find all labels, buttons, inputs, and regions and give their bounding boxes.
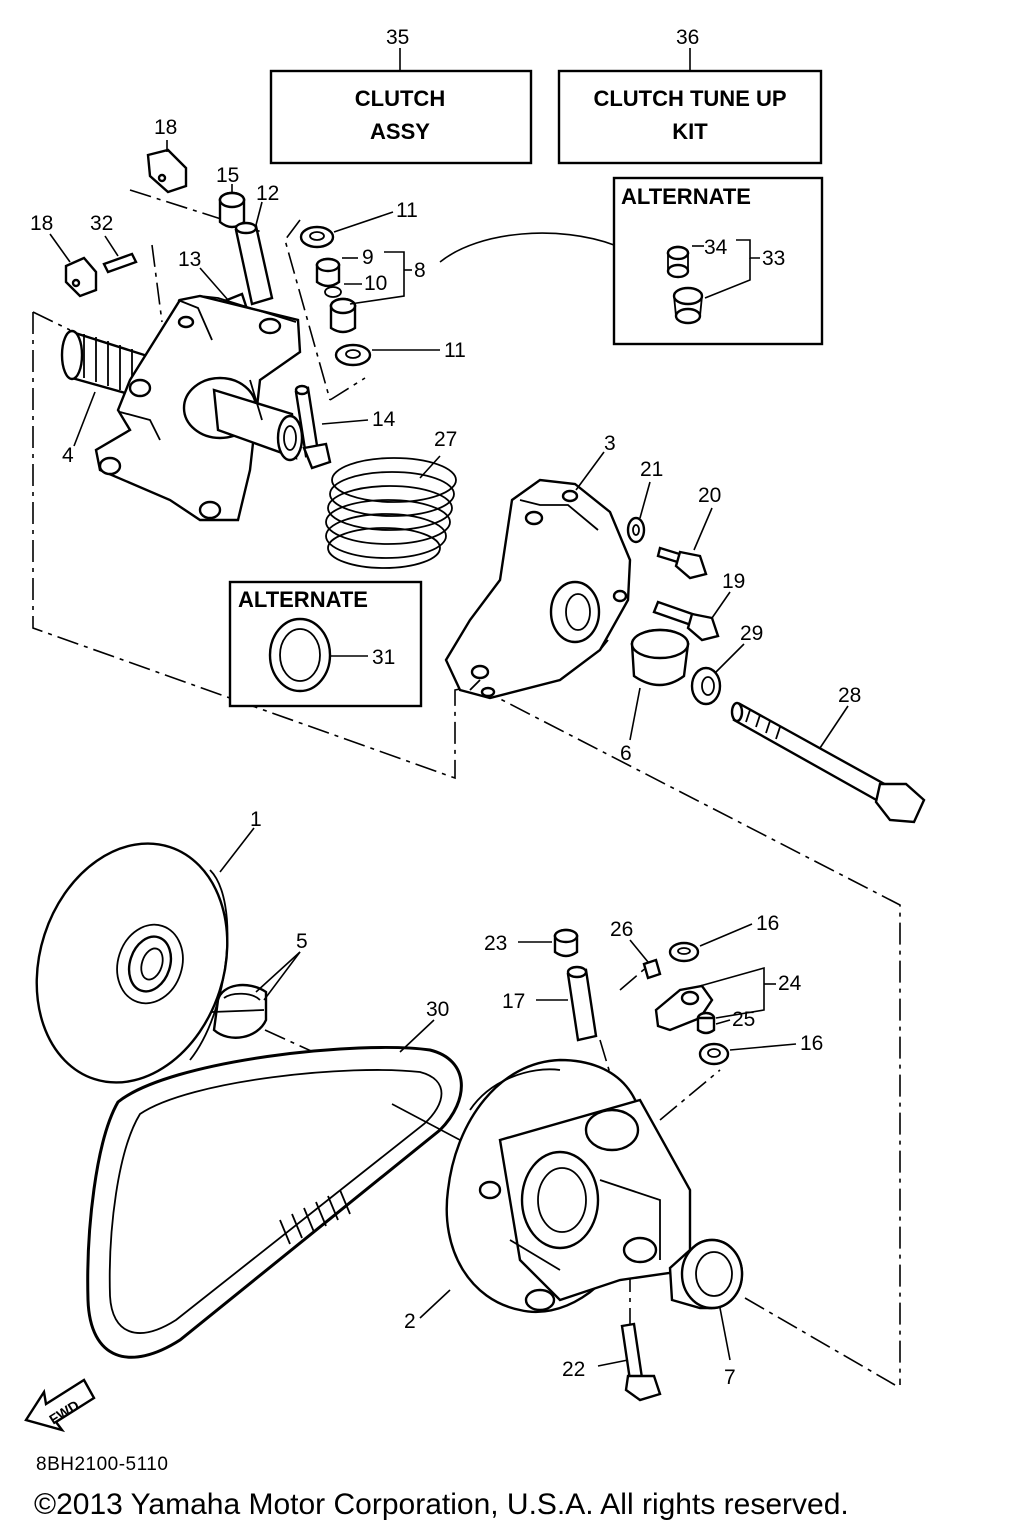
callout-6: 6: [620, 742, 632, 765]
callout-35: 35: [386, 26, 409, 49]
part-16-upper: 16: [668, 912, 779, 963]
part-27-spring: 27: [325, 428, 457, 569]
alternate-mid-title: ALTERNATE: [238, 587, 368, 612]
part-7-bushing: 7: [668, 1238, 744, 1389]
part-16-lower: 16: [698, 1032, 823, 1066]
copyright-notice: ©2013 Yamaha Motor Corporation, U.S.A. A…: [34, 1488, 849, 1521]
fwd-arrow-icon: FWD: [24, 1378, 96, 1433]
part-6-bushing: 6: [620, 628, 690, 765]
part-3-cover: 3: [444, 432, 632, 700]
part-24-arm: 24: [654, 966, 802, 1032]
callout-5: 5: [296, 930, 308, 953]
callout-16-upper: 16: [756, 912, 779, 935]
callout-34: 34: [704, 236, 728, 259]
alternate-box-mid: ALTERNATE 31: [228, 580, 423, 708]
alternate-top-title: ALTERNATE: [621, 184, 751, 209]
callout-27: 27: [434, 428, 457, 451]
tune-up-kit-line1: CLUTCH TUNE UP: [593, 86, 786, 111]
clutch-tune-up-kit-box: 36 CLUTCH TUNE UP KIT: [557, 26, 823, 165]
callout-1: 1: [250, 808, 262, 831]
part-11-upper: 11: [284, 199, 418, 401]
part-15-nut: 15: [216, 164, 246, 229]
callout-16-lower: 16: [800, 1032, 823, 1055]
part-28-bolt: 28: [730, 684, 926, 824]
callout-32: 32: [90, 212, 113, 235]
callout-30: 30: [426, 998, 449, 1021]
callout-26: 26: [610, 918, 633, 941]
callout-8: 8: [414, 259, 426, 282]
callout-24: 24: [778, 972, 802, 995]
callout-11-lower: 11: [444, 339, 466, 362]
part-23-nut: 23: [484, 928, 579, 958]
part-22-bolt: 22: [562, 1322, 662, 1402]
callout-18-upper: 18: [154, 116, 177, 139]
callout-13: 13: [178, 248, 201, 271]
alternate-box-top: ALTERNATE 34 33: [612, 176, 824, 346]
callout-17: 17: [502, 990, 525, 1013]
callout-31: 31: [372, 646, 395, 669]
callout-29: 29: [740, 622, 763, 645]
part-19-bolt: 19: [652, 570, 745, 642]
callout-15: 15: [216, 164, 239, 187]
callout-18-lower: 18: [30, 212, 53, 235]
callout-28: 28: [838, 684, 861, 707]
tune-up-kit-line2: KIT: [672, 119, 708, 144]
hidden-line-16: [659, 1069, 721, 1121]
part-2-moving-sheave: 2: [404, 1058, 692, 1333]
part-29-washer: 29: [690, 622, 763, 706]
callout-2: 2: [404, 1310, 416, 1333]
callout-3: 3: [604, 432, 616, 455]
callout-25: 25: [732, 1008, 755, 1031]
callout-22: 22: [562, 1358, 585, 1381]
clutch-assy-line2: ASSY: [370, 119, 430, 144]
callout-12: 12: [256, 182, 279, 205]
callout-11-upper: 11: [396, 199, 418, 222]
part-20-bolt: 20: [656, 484, 721, 580]
part-1-sheave: 1: [35, 808, 262, 1084]
part-30-belt: 30: [86, 998, 463, 1359]
callout-4: 4: [62, 444, 74, 467]
clutch-assy-box: 35 CLUTCH ASSY: [269, 26, 533, 165]
part-32-pin: 32: [90, 212, 163, 323]
callout-9: 9: [362, 246, 374, 269]
catalog-code: 8BH2100-5110: [36, 1454, 169, 1475]
alternate-top-pointer: [439, 232, 615, 263]
callout-10: 10: [364, 272, 387, 295]
part-18-lower: 18: [30, 212, 98, 298]
part-12-sleeve: 12: [234, 182, 279, 306]
part-9-roller: 9 10 8: [315, 246, 426, 334]
hidden-line-7: [744, 1297, 896, 1386]
part-5-weights: 5: [211, 930, 308, 1039]
callout-33: 33: [762, 247, 785, 270]
part-17-sleeve: 17: [502, 965, 598, 1042]
callout-7: 7: [724, 1366, 736, 1389]
callout-14: 14: [372, 408, 396, 431]
part-4-spider: 4: [60, 294, 304, 522]
callout-23: 23: [484, 932, 507, 955]
callout-20: 20: [698, 484, 721, 507]
callout-21: 21: [640, 458, 663, 481]
part-26-pin: 26: [610, 918, 662, 980]
part-14-bolt: 14: [294, 384, 396, 470]
part-11-lower: 11: [329, 339, 466, 401]
clutch-assy-line1: CLUTCH: [355, 86, 445, 111]
part-25-roller: 25: [696, 1008, 755, 1035]
assembly-outline-upper: [32, 311, 901, 1385]
callout-36: 36: [676, 26, 699, 49]
part-21-washer: 21: [626, 458, 663, 544]
callout-19: 19: [722, 570, 745, 593]
